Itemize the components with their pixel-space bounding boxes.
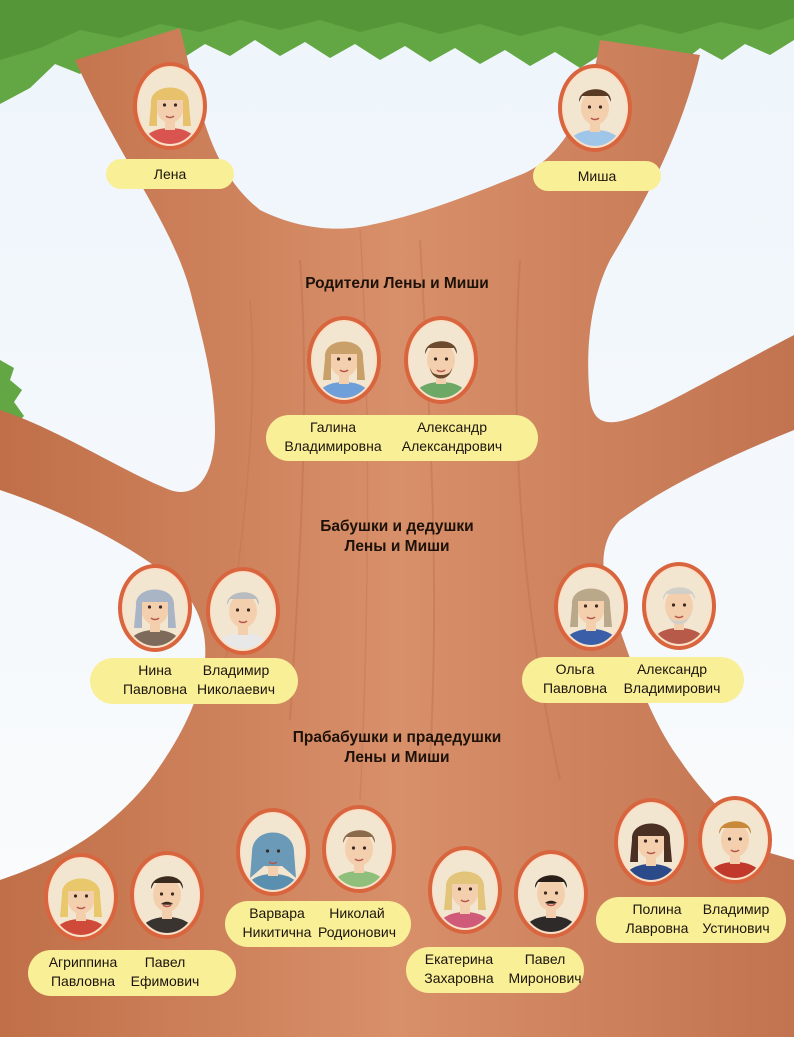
portrait-misha — [556, 62, 634, 154]
parents-label-pill — [266, 415, 538, 461]
grandparents-left-pill — [90, 658, 298, 704]
person-name-agrippina: Агриппина Павловна — [48, 954, 118, 989]
gg-ekaterina-pavel-pill — [406, 947, 584, 993]
portrait-lena — [131, 60, 209, 152]
person-name-polina: Полина Лавровна — [625, 901, 689, 936]
portrait-varvara — [234, 806, 312, 898]
portrait-pavel-m — [512, 848, 590, 940]
portrait-agrippina — [42, 851, 120, 943]
grandparents-heading: Бабушки и дедушки Лены и Миши — [320, 518, 474, 555]
person-name-nikolai: Николай Родионович — [317, 905, 397, 940]
gg-agrippina-pavel-pill — [28, 950, 236, 996]
portrait-polina — [612, 796, 690, 888]
gg-polina-vladimir-pill — [596, 897, 786, 943]
portrait-ekaterina — [426, 844, 504, 936]
portrait-nikolai — [320, 803, 398, 895]
parents-heading: Родители Лены и Миши — [305, 275, 489, 292]
person-name-alexander-a: Александр Александрович — [401, 419, 503, 454]
child-name-lena: Лена — [106, 159, 234, 189]
person-name-pavel-m: Павел Миронович — [508, 951, 582, 986]
great-grandparents-heading: Прабабушки и прадедушки Лены и Миши — [292, 729, 502, 766]
person-name-ekaterina: Екатерина Захаровна — [424, 951, 494, 986]
person-name-vladimir-n: Владимир Николаевич — [197, 662, 275, 697]
portrait-vladimir-n — [204, 565, 282, 657]
tree-trunk — [0, 28, 794, 1037]
person-name-pavel-e: Павел Ефимович — [130, 954, 200, 989]
gg-varvara-nikolai-pill — [225, 901, 411, 947]
child-name-misha: Миша — [533, 161, 661, 191]
portrait-galina — [305, 314, 383, 406]
portrait-vladimir-u — [696, 794, 774, 886]
person-name-alexander-v: Александр Владимирович — [623, 661, 721, 696]
person-name-vladimir-u: Владимир Устинович — [702, 901, 770, 936]
foliage-shadow — [0, 0, 794, 60]
portrait-pavel-e — [128, 849, 206, 941]
portrait-nina — [116, 562, 194, 654]
portrait-alexander-v — [640, 560, 718, 652]
person-name-galina: Галина Владимировна — [284, 419, 382, 454]
person-name-olga: Ольга Павловна — [542, 661, 608, 696]
grandparents-right-pill — [522, 657, 744, 703]
person-name-nina: Нина Павловна — [122, 662, 188, 697]
person-name-varvara: Варвара Никитична — [242, 905, 312, 940]
portrait-olga — [552, 561, 630, 653]
portrait-alexander-a — [402, 314, 480, 406]
